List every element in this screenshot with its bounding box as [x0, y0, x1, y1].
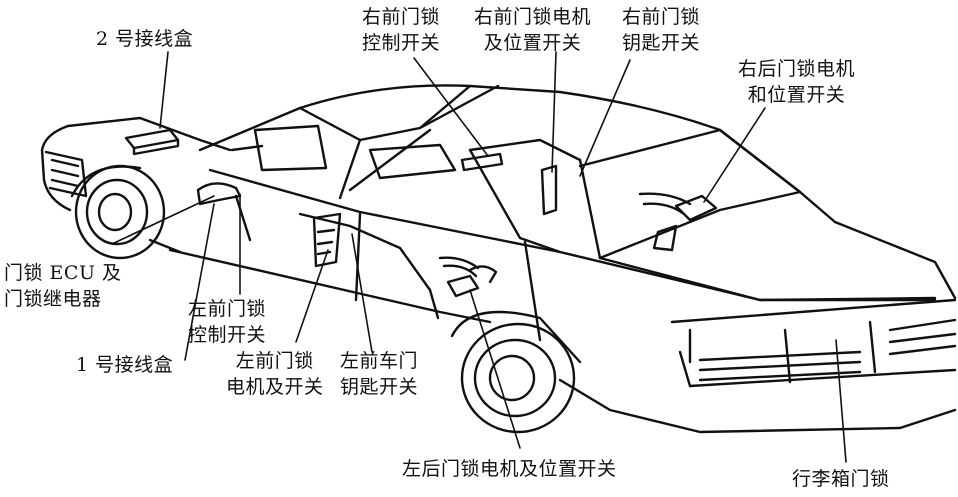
label-rr-lock-motor-position-switch: 右后门锁电机 和位置开关 — [738, 58, 856, 106]
front-wheel — [70, 164, 166, 260]
car-body-outline — [40, 84, 957, 434]
label-junction-box-2: 2 号接线盒 — [96, 28, 194, 50]
label-lf-lock-control-switch: 左前门锁 控制开关 — [188, 298, 267, 346]
label-lf-lock-motor-switch: 左前门锁 电机及开关 — [226, 350, 324, 398]
label-rf-lock-control-switch: 右前门锁 控制开关 — [362, 6, 441, 54]
label-lf-door-key-switch: 左前车门 钥匙开关 — [340, 350, 419, 398]
leader-lines — [111, 51, 847, 463]
window-frames — [230, 84, 802, 260]
rf-control-switch-shape — [460, 152, 504, 172]
lr-lock-motor-shape — [438, 256, 498, 298]
label-rf-lock-key-switch: 右前门锁 钥匙开关 — [622, 6, 701, 54]
label-trunk-lock: 行李箱门锁 — [792, 468, 890, 490]
label-rf-lock-motor-position-switch: 右前门锁电机 及位置开关 — [474, 6, 592, 54]
rr-lock-motor-shape — [638, 192, 718, 252]
junction-box-2-shape — [124, 128, 180, 156]
label-junction-box-1: 1 号接线盒 — [76, 354, 174, 376]
rf-lock-motor-shape — [540, 164, 558, 216]
door-outlines — [234, 194, 542, 342]
rear-wheel — [450, 310, 582, 434]
lf-lock-motor-shape — [312, 212, 342, 268]
label-lr-lock-motor-position-switch: 左后门锁电机及位置开关 — [402, 458, 617, 480]
label-door-lock-ecu-relay: 门锁 ECU 及 门锁继电器 — [4, 262, 122, 310]
